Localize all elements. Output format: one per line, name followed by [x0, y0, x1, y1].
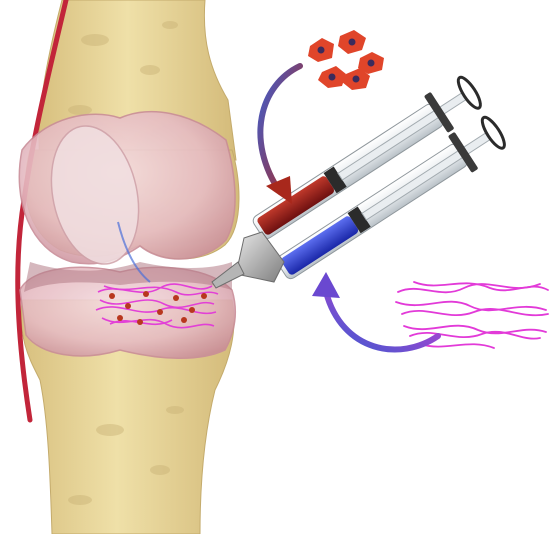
cell	[308, 38, 334, 62]
cell	[318, 66, 346, 88]
syringe-blue-thumb	[479, 114, 509, 151]
knee-joint	[18, 0, 239, 534]
syringe-red-thumb	[455, 74, 485, 111]
arrow-cells-to-syringe	[260, 66, 300, 204]
cell	[338, 30, 366, 54]
dual-syringe	[212, 71, 510, 288]
fibers-cluster	[396, 282, 548, 348]
cells-cluster	[308, 30, 384, 90]
